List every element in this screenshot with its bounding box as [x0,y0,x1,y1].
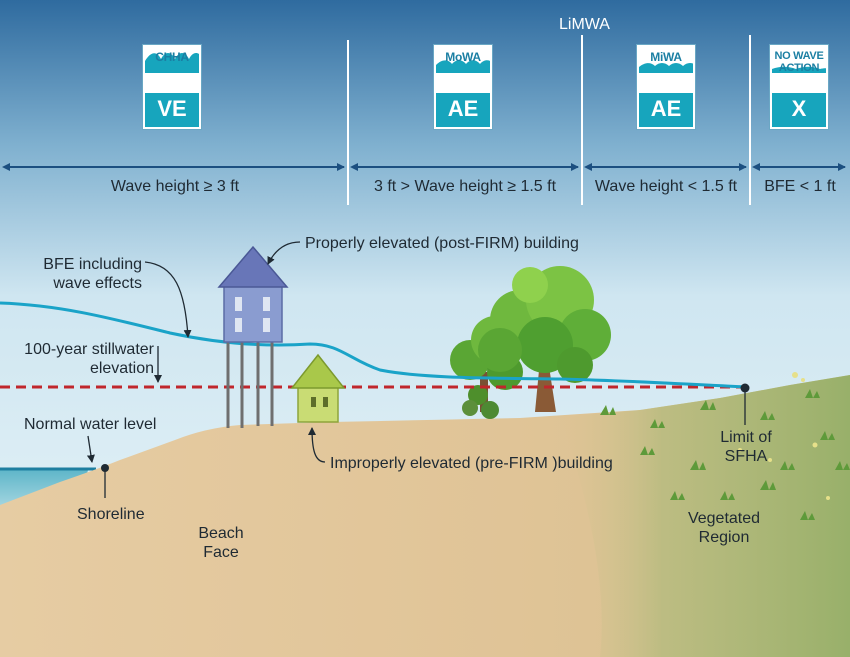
zone-badge-ae-moderate: MoWA AE [434,45,492,129]
badge-zone-code: AE [447,96,479,121]
elevated-building [217,245,289,428]
leader-lines [86,241,746,498]
stillwater-label: 100-year stillwater elevation [24,341,154,377]
vegetated-region-label: Vegetated Region [687,510,761,546]
wave-icon [639,63,693,73]
bfe-label: BFE including wave effects [43,256,142,292]
vegetated-area [560,375,850,657]
zone-arrow-heads-left [2,163,760,171]
proper-building-label: Properly elevated (post-FIRM) building [305,235,579,252]
zone-dividers [347,35,751,205]
limwa-label: LiMWA [559,16,610,33]
tree-front [462,266,611,419]
wildflowers [738,372,830,500]
normal-water-label: Normal water level [24,416,157,433]
zone-badge-ae-minimal: MiWA AE [637,45,695,129]
zone-wave-text-x: BFE < 1 ft [764,178,836,195]
zone-wave-text-ae-minimal: Wave height < 1.5 ft [594,178,738,195]
badge-zone-code: VE [157,96,187,121]
wave-icon [436,60,490,73]
zone-badge-x: NO WAVE ACTION X [770,45,828,129]
wave-icon [772,66,826,73]
badge-subtitle: NO WAVE ACTION [774,50,824,74]
badge-subtitle: MiWA [650,50,682,64]
wave-icon [145,53,199,73]
bfe-wave-line [0,301,747,389]
zone-wave-text-ae-moderate: 3 ft > Wave height ≥ 1.5 ft [373,178,557,195]
badge-zone-code: X [791,96,807,121]
shoreline-label: Shoreline [77,506,145,523]
shoreline-point [101,464,109,472]
beach-face-label: Beach Face [198,525,244,561]
grass-tufts [600,389,850,520]
sfha-limit-point [740,383,750,393]
badge-subtitle: MoWA [445,50,481,64]
improper-building-label: Improperly elevated (pre-FIRM )building [330,455,613,472]
zone-badge-ve: CHHA VE [143,45,201,129]
limit-sfha-label: Limit of SFHA [720,429,772,465]
pre-firm-building [290,353,346,423]
badge-zone-code: AE [650,96,682,121]
zone-wave-text-ve: Wave height ≥ 3 ft [110,178,240,195]
badge-subtitle: CHHA [155,50,189,64]
